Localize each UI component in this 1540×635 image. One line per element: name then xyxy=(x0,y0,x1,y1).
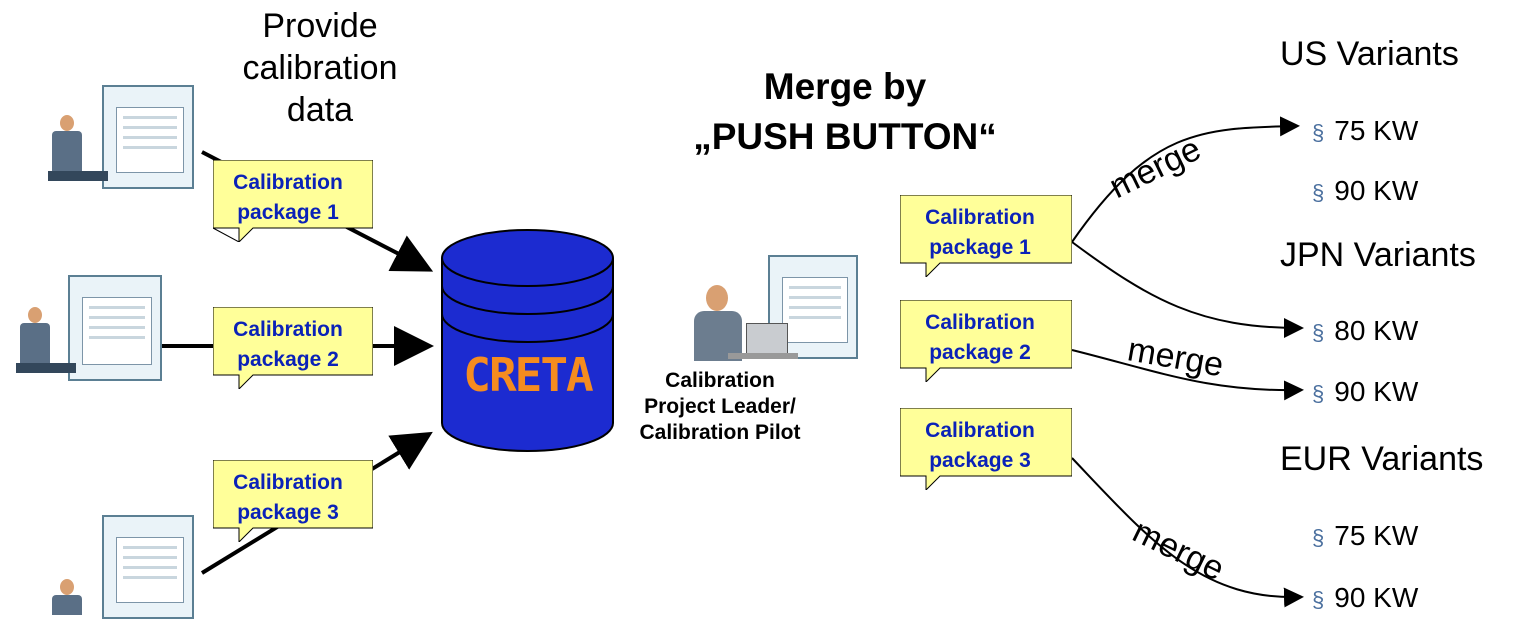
merge-title-line-1: Merge by xyxy=(763,66,927,107)
variant-item: § 90 KW xyxy=(1312,582,1418,614)
note-line-2: package 3 xyxy=(237,501,339,524)
bullet-icon: § xyxy=(1312,180,1325,205)
note-line-2: package 2 xyxy=(237,348,339,371)
merge-label: merge xyxy=(1103,129,1207,207)
provide-calibration-text: Provide calibration data xyxy=(220,5,420,131)
database-icon: CRETA xyxy=(440,228,615,453)
project-leader-icon xyxy=(668,255,858,365)
bullet-icon: § xyxy=(1312,320,1325,345)
calibration-package-note-right-2: Calibration package 2 xyxy=(900,300,1072,382)
variant-item-label: 75 KW xyxy=(1334,520,1419,551)
bullet-icon: § xyxy=(1312,120,1325,145)
variant-item: § 80 KW xyxy=(1312,315,1418,347)
provide-line-2: calibration xyxy=(242,49,398,87)
bullet-icon: § xyxy=(1312,381,1325,406)
variant-item-label: 90 KW xyxy=(1334,582,1419,613)
note-line-1: Calibration xyxy=(925,206,1035,229)
variant-group-title: EUR Variants xyxy=(1280,440,1484,478)
note-line-1: Calibration xyxy=(925,311,1035,334)
note-line-1: Calibration xyxy=(233,318,343,341)
variant-item-label: 80 KW xyxy=(1334,315,1419,346)
merge-title: Merge by „PUSH BUTTON“ xyxy=(660,62,1030,162)
merge-label: merge xyxy=(1124,330,1227,385)
note-line-1: Calibration xyxy=(233,171,343,194)
calibration-package-note-right-1: Calibration package 1 xyxy=(900,195,1072,277)
note-line-1: Calibration xyxy=(925,419,1035,442)
calibration-package-note-2: Calibration package 2 xyxy=(213,307,373,389)
variant-item: § 90 KW xyxy=(1312,175,1418,207)
note-line-2: package 1 xyxy=(929,236,1031,259)
provide-line-1: Provide xyxy=(262,7,378,45)
merge-title-line-2: „PUSH BUTTON“ xyxy=(693,116,997,157)
note-line-2: package 1 xyxy=(237,201,339,224)
variant-item-label: 90 KW xyxy=(1334,376,1419,407)
note-line-2: package 2 xyxy=(929,341,1031,364)
variant-item: § 75 KW xyxy=(1312,115,1418,147)
calibration-package-note-3: Calibration package 3 xyxy=(213,460,373,542)
variant-group-title: US Variants xyxy=(1280,35,1459,73)
leader-line-2: Project Leader/ xyxy=(644,395,796,418)
note-line-1: Calibration xyxy=(233,471,343,494)
note-line-2: package 3 xyxy=(929,449,1031,472)
calibration-package-note-1: Calibration package 1 xyxy=(213,160,373,242)
merge-curve-jpn-1 xyxy=(1071,241,1304,338)
workstation-icon xyxy=(40,515,194,619)
merge-label: merge xyxy=(1126,511,1231,589)
database-label: CRETA xyxy=(463,348,593,402)
provide-line-3: data xyxy=(286,91,354,129)
bullet-icon: § xyxy=(1312,587,1325,612)
calibration-package-note-right-3: Calibration package 3 xyxy=(900,408,1072,490)
variant-item-label: 90 KW xyxy=(1334,175,1419,206)
variant-group-title: JPN Variants xyxy=(1280,236,1476,274)
bullet-icon: § xyxy=(1312,525,1325,550)
variant-item-label: 75 KW xyxy=(1334,115,1419,146)
workstation-icon xyxy=(10,275,162,381)
leader-line-3: Calibration Pilot xyxy=(639,421,801,444)
workstation-icon xyxy=(40,85,194,189)
project-leader-label: Calibration Project Leader/ Calibration … xyxy=(620,368,820,446)
leader-line-1: Calibration xyxy=(665,369,775,392)
variant-item: § 75 KW xyxy=(1312,520,1418,552)
variant-item: § 90 KW xyxy=(1312,376,1418,408)
